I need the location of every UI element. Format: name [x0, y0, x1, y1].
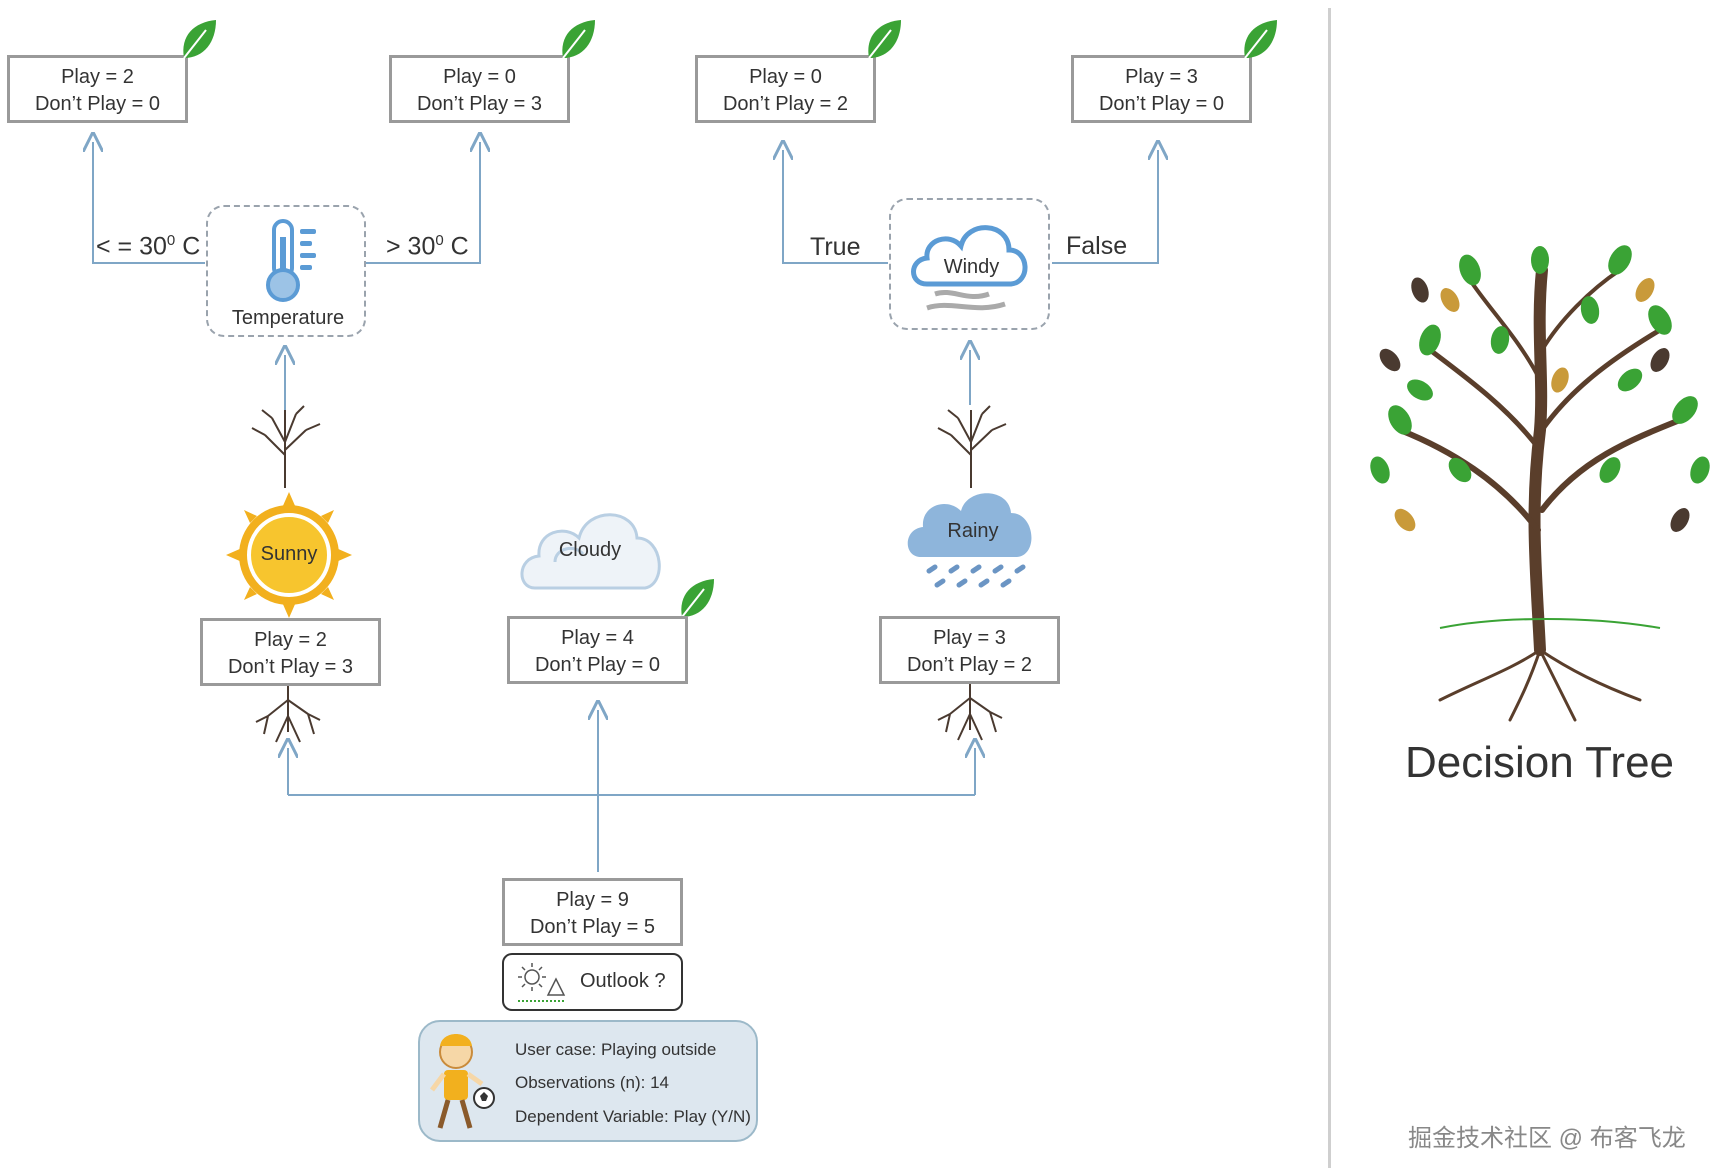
- leaf-play: Play = 0: [749, 66, 822, 88]
- leaf-icon: [681, 579, 714, 618]
- panel-divider: [1328, 8, 1331, 1168]
- watermark: 掘金技术社区 @ 布客飞龙: [1408, 1125, 1686, 1152]
- leaf-dont-play: Don’t Play = 0: [1098, 93, 1225, 115]
- root-node: Play = 9 Don’t Play = 5: [502, 878, 683, 946]
- rain-icon: [907, 493, 1032, 588]
- windy-label: Windy: [943, 256, 1000, 278]
- node-play: Play = 2: [254, 629, 327, 651]
- leaf-play: Play = 0: [443, 66, 516, 88]
- leaf-dont-play: Don’t Play = 0: [34, 93, 161, 115]
- leaf-dont-play: Don’t Play = 3: [416, 93, 543, 115]
- ball-icon: [473, 1087, 495, 1109]
- leaf-play: Play = 2: [61, 66, 134, 88]
- node-dont-play: Don’t Play = 0: [534, 654, 661, 676]
- node-play: Play = 4: [561, 627, 634, 649]
- cloudy-node: Play = 4 Don’t Play = 0: [507, 616, 688, 684]
- rainy-label: Rainy: [947, 520, 999, 542]
- rainy-node: Play = 3 Don’t Play = 2: [879, 616, 1060, 684]
- use-case-line: User case: Playing outside: [515, 1040, 717, 1059]
- outlook-label: Outlook ?: [580, 970, 666, 992]
- dependent-variable-line: Dependent Variable: Play (Y/N): [515, 1107, 751, 1126]
- root-dont-play: Don’t Play = 5: [529, 916, 656, 938]
- sunny-node: Play = 2 Don’t Play = 3: [200, 618, 381, 686]
- temperature-low-label: < = 300 C: [96, 232, 201, 261]
- leaf-dont-play: Don’t Play = 2: [722, 93, 849, 115]
- thermometer-icon: [266, 219, 316, 302]
- windy-false-leaf: Play = 3 Don’t Play = 0: [1071, 55, 1252, 123]
- windy-true-label: True: [810, 233, 861, 261]
- weather-icon: [518, 963, 566, 1002]
- leaf-icon: [868, 20, 901, 59]
- temperature-node: Temperature: [206, 205, 366, 337]
- cloudy-label: Cloudy: [558, 539, 622, 561]
- kid-icon: [430, 1034, 484, 1129]
- windy-node: Windy: [889, 198, 1050, 330]
- cloud-icon: [911, 225, 1028, 311]
- roots-icon: [255, 686, 321, 743]
- windy-false-label: False: [1066, 232, 1128, 260]
- bare-tree-icon: [251, 405, 321, 488]
- leaf-icon: [183, 20, 216, 59]
- temperature-low-leaf: Play = 2 Don’t Play = 0: [7, 55, 188, 123]
- sun-icon: [226, 492, 352, 618]
- windy-true-leaf: Play = 0 Don’t Play = 2: [695, 55, 876, 123]
- use-case-box: User case: Playing outside Observations …: [418, 1020, 758, 1142]
- leaf-icon: [562, 20, 595, 59]
- temperature-high-leaf: Play = 0 Don’t Play = 3: [389, 55, 570, 123]
- node-dont-play: Don’t Play = 3: [227, 656, 354, 678]
- sunny-label: Sunny: [260, 543, 318, 565]
- tree-illustration: [1370, 245, 1710, 722]
- temperature-high-label: > 300 C: [386, 232, 469, 261]
- temperature-label: Temperature: [231, 307, 345, 329]
- bare-tree-icon: [937, 405, 1007, 488]
- roots-icon: [937, 684, 1003, 741]
- root-play: Play = 9: [556, 889, 629, 911]
- observations-line: Observations (n): 14: [515, 1073, 670, 1092]
- node-play: Play = 3: [933, 627, 1006, 649]
- node-dont-play: Don’t Play = 2: [906, 654, 1033, 676]
- leaf-icon: [1244, 20, 1277, 59]
- page-title: Decision Tree: [1405, 738, 1675, 787]
- outlook-box: Outlook ?: [502, 953, 683, 1011]
- cloud-icon: [520, 513, 661, 590]
- leaf-play: Play = 3: [1125, 66, 1198, 88]
